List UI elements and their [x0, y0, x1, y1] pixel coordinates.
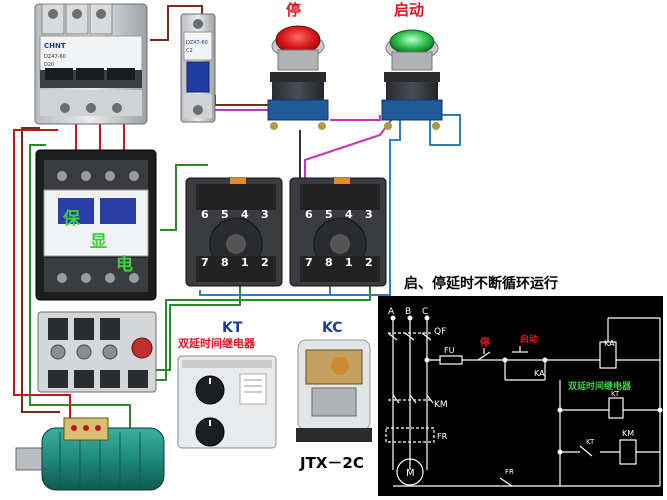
- overload-reset-dial[interactable]: [131, 337, 153, 359]
- wire-brown-stop: [214, 95, 271, 118]
- schematic-phase-b: B: [405, 307, 411, 317]
- wire-green-bottom: [150, 285, 241, 371]
- socket2-bottom-8: 8: [325, 256, 333, 269]
- socket2-bottom-7: 7: [305, 256, 313, 269]
- schematic-km-main: KM: [434, 400, 448, 410]
- kt-time-relay: KT 双延时间继电器: [177, 320, 277, 449]
- schematic-fu: FU: [444, 346, 455, 355]
- stop-button[interactable]: 停: [267, 1, 329, 130]
- schematic-phase-a: A: [388, 307, 395, 317]
- socket1-bottom-2: 2: [261, 256, 269, 269]
- kc-intermediate-relay: KC JTX－2C: [296, 320, 372, 472]
- wire-blue-right: [429, 108, 461, 146]
- breaker-brand: CHNT: [44, 42, 66, 50]
- stop-button-label: 停: [286, 1, 301, 19]
- kc-code-label: KC: [322, 320, 343, 336]
- kt-dial-lower[interactable]: [195, 417, 225, 447]
- socket1-bottom-8: 8: [221, 256, 229, 269]
- socket1-bottom-7: 7: [201, 256, 209, 269]
- wire-brown-left: [21, 127, 60, 413]
- relay-socket-1: 6 5 4 3 7 8 1 2: [185, 177, 283, 287]
- socket2-top-6: 6: [305, 208, 313, 221]
- schematic-stop: 停: [480, 336, 490, 349]
- breaker-model: DZ47-60: [44, 54, 66, 60]
- main-circuit-breaker: CHNT DZ47-60 D20: [34, 3, 148, 125]
- socket1-bottom-1: 1: [241, 256, 249, 269]
- kt-code-label: KT: [222, 320, 243, 336]
- wire-magenta-2: [330, 115, 381, 121]
- small-breaker-model: DZ47-60: [186, 40, 208, 46]
- schematic-panel: A B C QF FU 停 启动 KA KA 双延时间继电器 KT KT KM …: [378, 296, 663, 496]
- schematic-motor: M: [406, 468, 415, 479]
- thermal-overload-relay: [37, 311, 157, 393]
- socket1-top-6: 6: [201, 208, 209, 221]
- schematic-title: 启、停延时不断循环运行: [404, 275, 558, 292]
- socket2-bottom-1: 1: [345, 256, 353, 269]
- wire-blue-start: [300, 108, 401, 296]
- wire-green-contactor: [160, 164, 208, 231]
- schematic-kt-coil: KT: [611, 390, 620, 398]
- breaker-rating: D20: [44, 62, 54, 68]
- schematic-kt-contact: KT: [586, 438, 595, 446]
- schematic-fr-main: FR: [437, 432, 448, 441]
- schematic-phase-c: C: [422, 307, 428, 317]
- schematic-fr-contact: FR: [505, 468, 514, 476]
- kt-dial-upper[interactable]: [195, 375, 225, 405]
- socket1-top-4: 4: [241, 208, 249, 221]
- schematic-qf: QF: [434, 327, 446, 337]
- socket2-bottom-2: 2: [365, 256, 373, 269]
- socket2-top-5: 5: [325, 208, 333, 221]
- wire-brown-top: [150, 5, 203, 41]
- small-breaker-handle[interactable]: [186, 61, 210, 93]
- wire-green-left: [29, 144, 131, 445]
- schematic-start: 启动: [520, 333, 538, 345]
- ac-contactor: 保 显 电: [35, 149, 157, 301]
- wire-blue-socket: [199, 285, 331, 296]
- kt-name-label: 双延时间继电器: [178, 336, 256, 350]
- socket2-top-4: 4: [345, 208, 353, 221]
- schematic-lines: [385, 317, 661, 487]
- small-breaker-rating: C2: [186, 48, 193, 54]
- schematic-km-coil: KM: [622, 429, 634, 438]
- three-phase-motor: [15, 417, 165, 491]
- contactor-char-2: 显: [90, 232, 107, 252]
- start-button[interactable]: 启动: [381, 1, 443, 130]
- relay-socket-2: 6 5 4 3 7 8 1 2: [289, 177, 387, 287]
- relay-model-label: JTX－2C: [299, 454, 364, 472]
- contactor-char-3: 电: [116, 254, 133, 275]
- contactor-char-1: 保: [62, 208, 81, 229]
- socket1-top-3: 3: [261, 208, 269, 221]
- socket1-top-5: 5: [221, 208, 229, 221]
- socket2-top-3: 3: [365, 208, 373, 221]
- schematic-nodes: [390, 315, 663, 455]
- schematic-ka-coil: KA: [604, 339, 615, 348]
- schematic-kt-name: 双延时间继电器: [568, 380, 632, 392]
- start-button-label: 启动: [394, 1, 424, 19]
- control-circuit-breaker: DZ47-60 C2: [180, 13, 216, 123]
- wire-red-left: [13, 129, 71, 430]
- schematic-ka-contact: KA: [534, 369, 545, 378]
